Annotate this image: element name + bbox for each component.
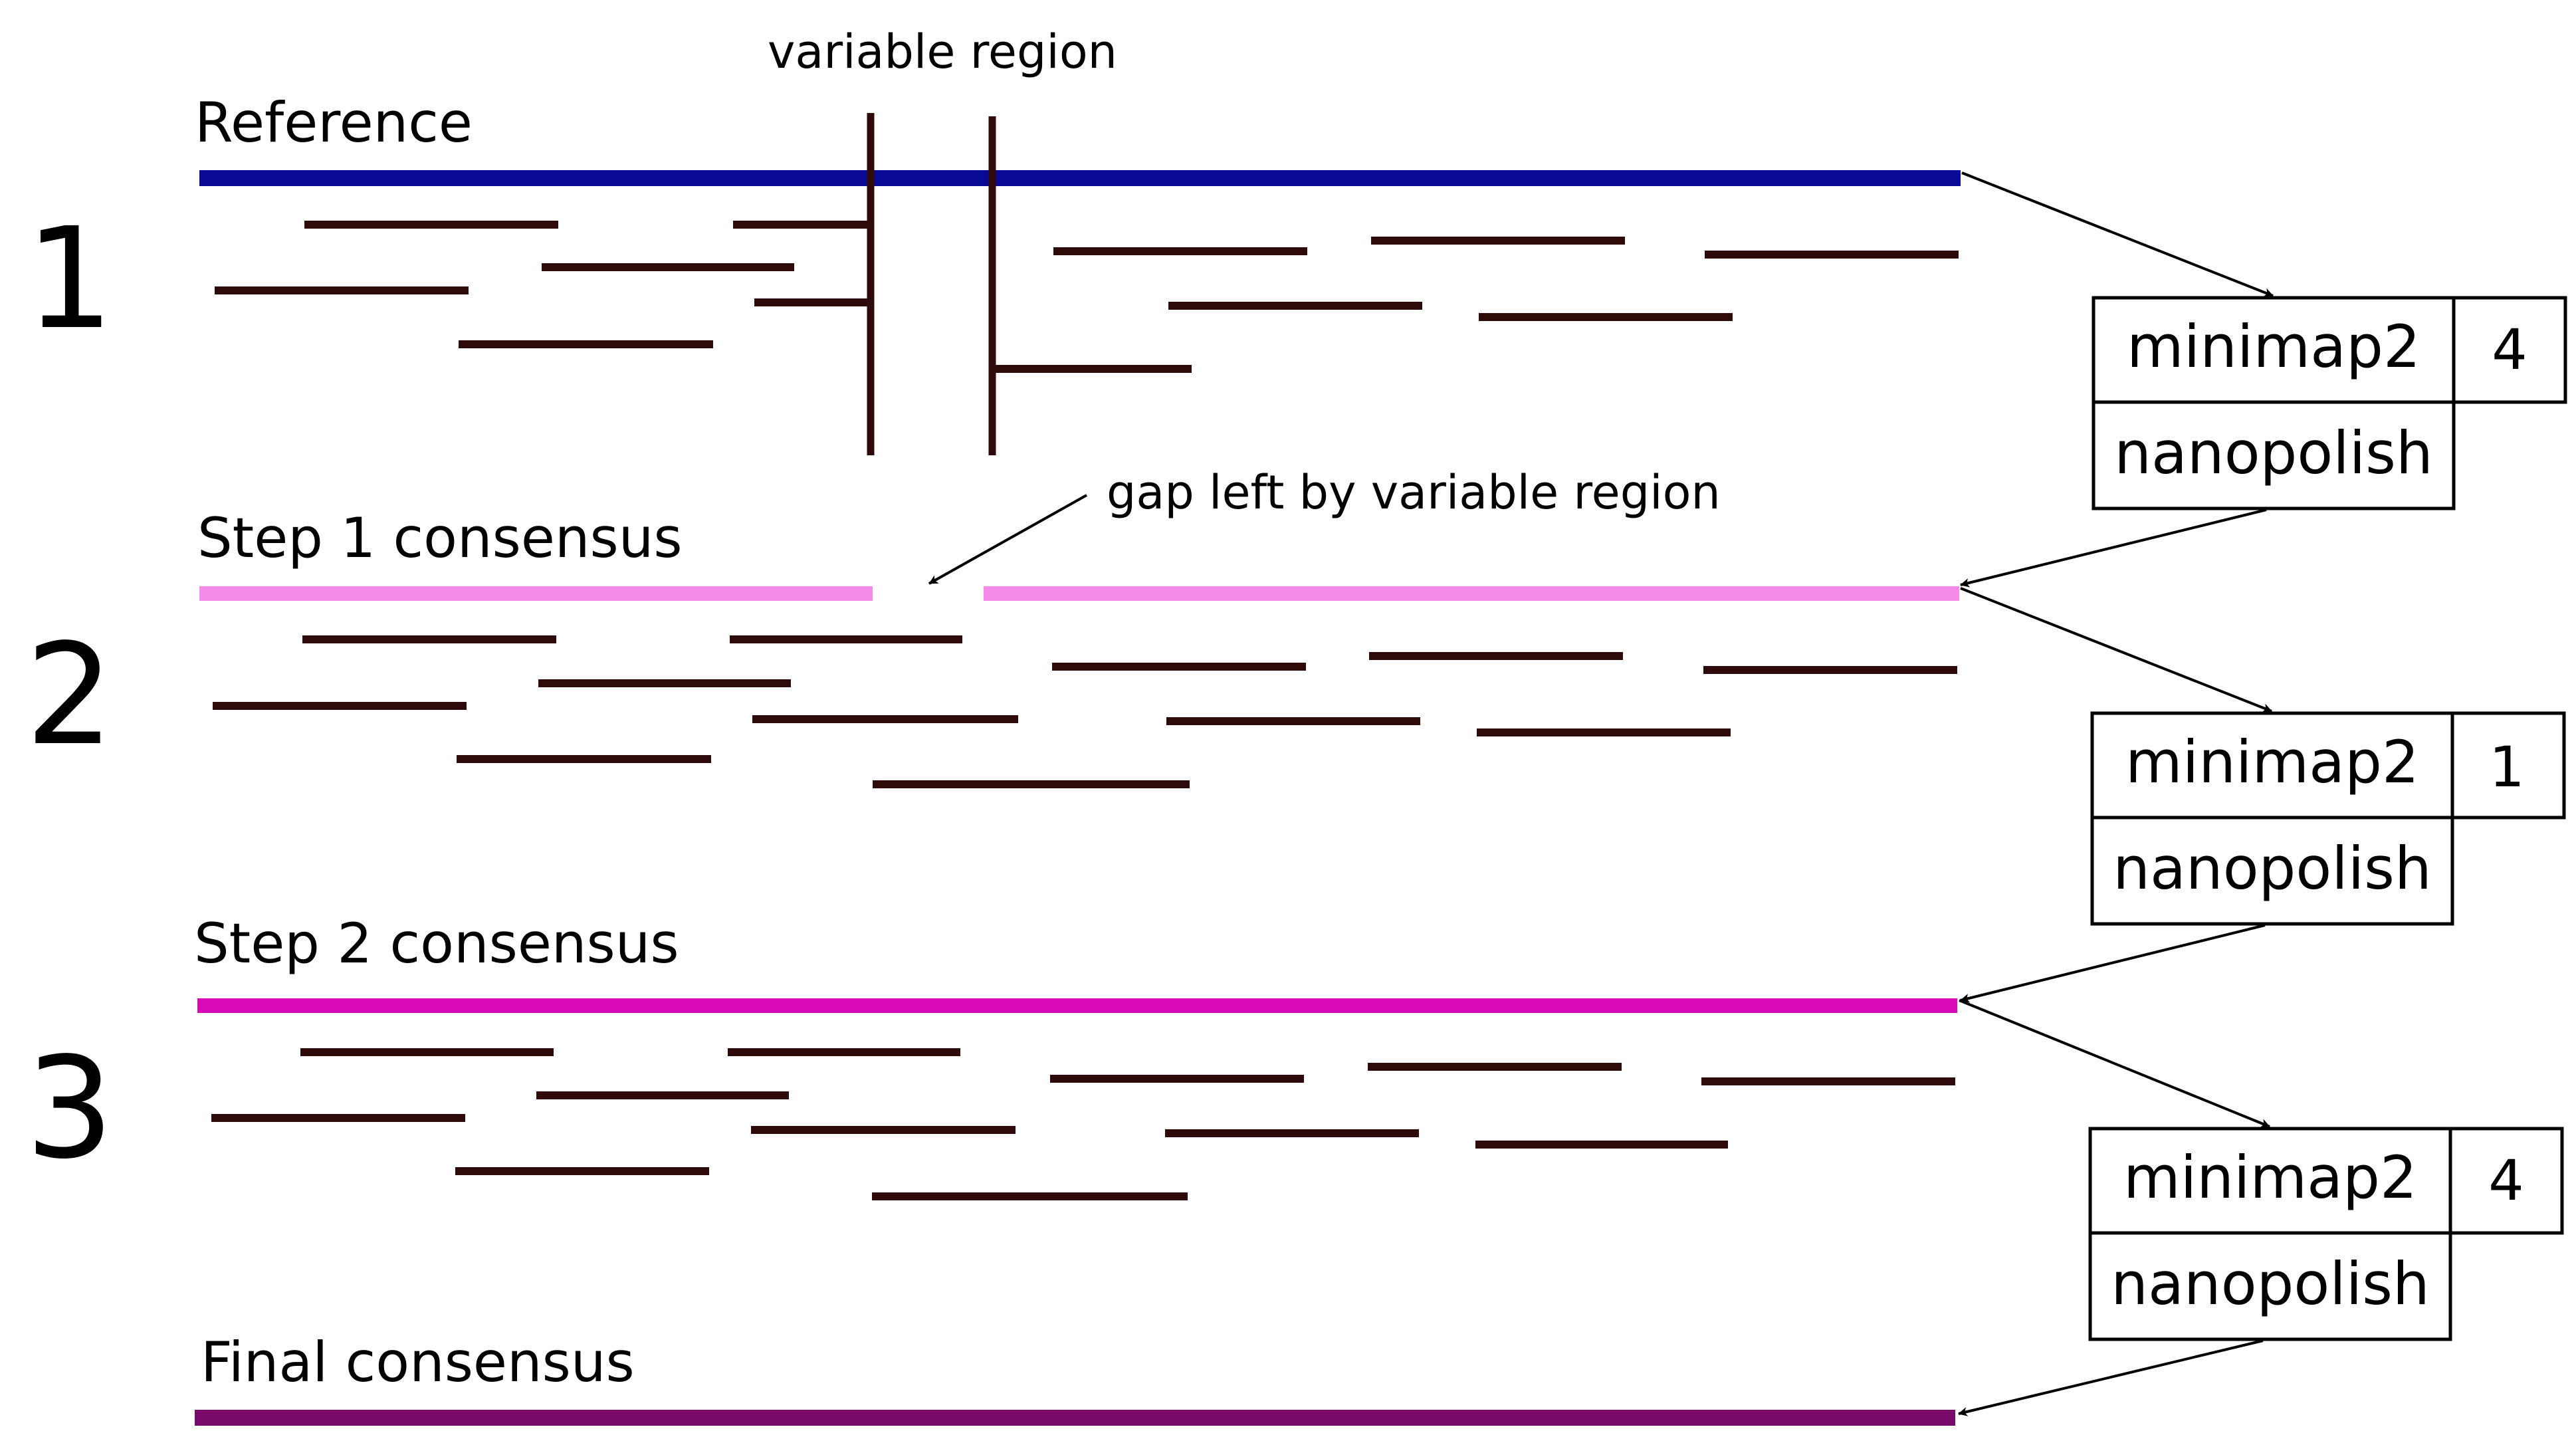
nanopolish-label: nanopolish bbox=[2111, 1250, 2430, 1318]
step3-tool-box: minimap2 4 nanopolish bbox=[2088, 1127, 2564, 1341]
gap-note-label: gap left by variable region bbox=[1107, 465, 1721, 520]
final-consensus-label: Final consensus bbox=[201, 1330, 635, 1394]
reference-label: Reference bbox=[195, 90, 473, 155]
nanopolish-label: nanopolish bbox=[2113, 834, 2432, 903]
minimap2-box bbox=[2090, 711, 2454, 820]
iteration-count-box bbox=[2450, 711, 2566, 820]
step2-consensus-label: Step 2 consensus bbox=[194, 911, 679, 976]
arrow-reference-to-tool bbox=[1961, 171, 2274, 297]
iteration-count: 4 bbox=[2492, 317, 2527, 382]
step-number-1: 1 bbox=[25, 197, 114, 360]
minimap2-label: minimap2 bbox=[2127, 312, 2420, 381]
nanopolish-box bbox=[2088, 1231, 2452, 1341]
minimap2-box bbox=[2092, 296, 2456, 404]
step1-reads bbox=[215, 221, 1959, 373]
iteration-count: 1 bbox=[2489, 734, 2524, 800]
variable-region-label: variable region bbox=[768, 25, 1117, 79]
step2-reads bbox=[213, 635, 1957, 788]
step1-tool-box: minimap2 4 nanopolish bbox=[2092, 296, 2567, 510]
iteration-count-box bbox=[2452, 296, 2567, 404]
step-number-2: 2 bbox=[25, 613, 114, 776]
iteration-count: 4 bbox=[2488, 1148, 2523, 1213]
nanopolish-box bbox=[2090, 816, 2454, 926]
arrow-tool-to-final-consensus bbox=[1958, 1339, 2264, 1416]
minimap2-label: minimap2 bbox=[2123, 1143, 2417, 1212]
arrow-step1-consensus-to-tool bbox=[1960, 587, 2272, 713]
iteration-count-box bbox=[2448, 1127, 2564, 1235]
step1-consensus-label: Step 1 consensus bbox=[197, 506, 683, 570]
minimap2-box bbox=[2088, 1127, 2452, 1235]
step-number-3: 3 bbox=[25, 1027, 114, 1190]
nanopolish-label: nanopolish bbox=[2114, 419, 2433, 487]
arrow-tool-to-step2-consensus bbox=[1960, 924, 2266, 1003]
nanopolish-box bbox=[2092, 400, 2456, 510]
gap-note-arrow bbox=[928, 494, 1087, 585]
arrow-step2-consensus-to-tool bbox=[1959, 999, 2270, 1128]
minimap2-label: minimap2 bbox=[2125, 728, 2419, 796]
arrow-tool-to-step1-consensus bbox=[1960, 508, 2267, 588]
step2-tool-box: minimap2 1 nanopolish bbox=[2090, 711, 2566, 926]
step3-reads bbox=[211, 1048, 1955, 1200]
